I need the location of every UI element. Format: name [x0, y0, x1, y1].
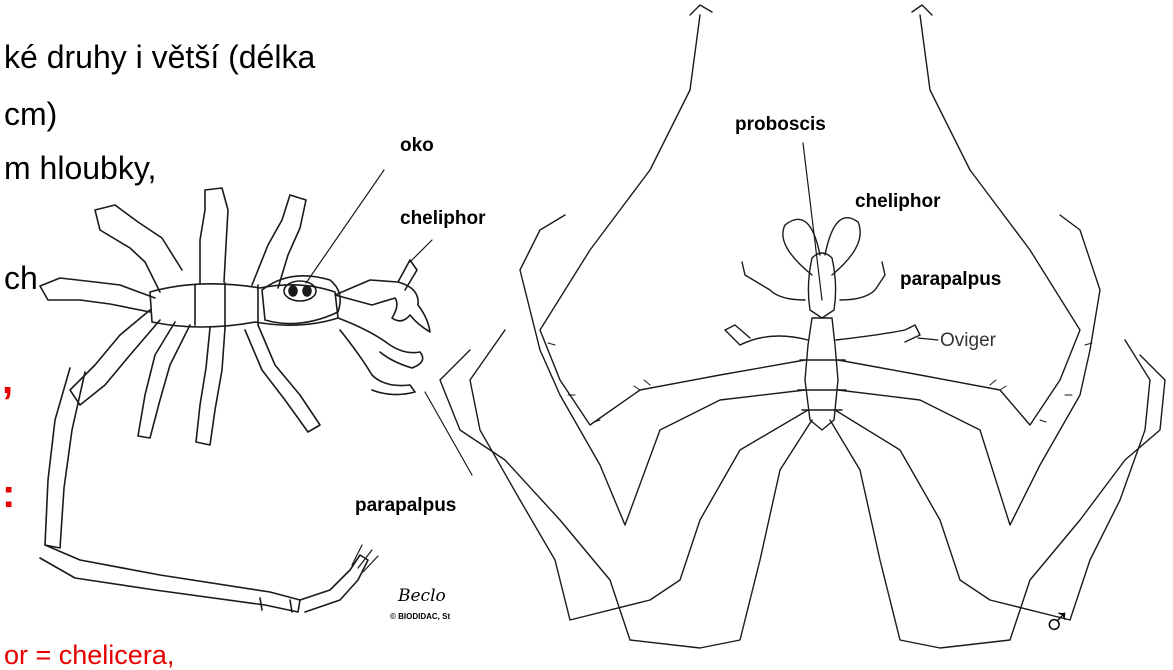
slide-red-colon: :: [2, 474, 15, 514]
slide-bottom-text: or = chelicera,: [4, 642, 174, 669]
image-credit: © BIODIDAC, St: [390, 613, 450, 621]
right-leg-r1: [838, 15, 1080, 425]
slide-red-comma: ,: [2, 360, 13, 400]
label-parapalpus-left: parapalpus: [355, 496, 456, 515]
label-cheliphor-right: cheliphor: [855, 192, 941, 211]
artist-signature: Beclo: [398, 588, 446, 605]
label-oko: oko: [400, 136, 434, 155]
slide-text-line-2: cm): [4, 98, 57, 130]
right-proboscis: [808, 253, 835, 318]
slide-text-line-1: ké druhy i větší (délka: [4, 41, 315, 73]
right-leg-l1: [540, 15, 805, 425]
right-trunk: [805, 318, 838, 430]
label-oviger: Oviger: [940, 331, 996, 350]
slide-text-line-3: m hloubky,: [4, 152, 156, 184]
label-cheliphor-left: cheliphor: [400, 209, 486, 228]
label-parapalpus-right: parapalpus: [900, 270, 1001, 289]
slide-text-line-4: ch: [4, 262, 38, 294]
label-proboscis: proboscis: [735, 115, 826, 134]
male-symbol-icon: ♂: [1042, 602, 1072, 642]
